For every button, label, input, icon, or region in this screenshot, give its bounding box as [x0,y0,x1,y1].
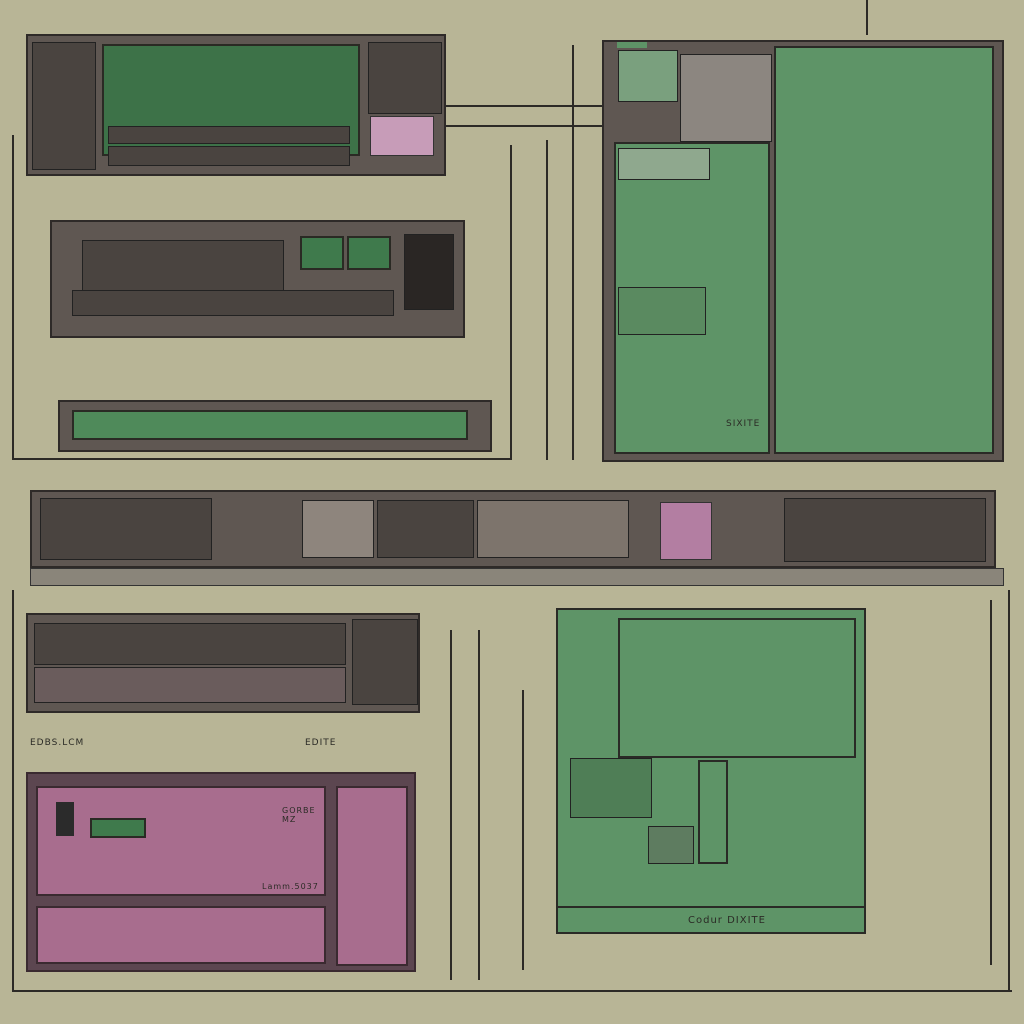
pink-door[interactable] [336,786,408,966]
module [302,500,374,558]
long-rack [30,490,996,568]
cable [522,690,524,970]
switch-panel[interactable] [368,42,442,114]
cable [445,125,605,127]
rack-display [72,410,468,440]
control-panel[interactable] [404,234,454,310]
module [618,148,710,180]
cable [510,145,512,460]
module[interactable] [40,498,212,560]
cable [1008,590,1010,990]
module-row[interactable] [34,623,346,665]
module [618,287,706,335]
green-display [300,236,344,270]
cable [12,590,14,990]
button-row[interactable] [108,126,350,144]
cable [450,630,452,980]
cabinet-door[interactable] [774,46,994,454]
cable [12,990,1012,992]
green-door[interactable] [698,760,728,864]
cabinet-label: SIXITE [726,419,761,429]
rack-shelf [30,568,1004,586]
green-screen [618,618,856,758]
pink-display [370,116,434,156]
antenna [866,0,868,35]
button-row[interactable] [108,146,350,166]
cable [12,135,14,460]
module [648,826,694,864]
module[interactable] [784,498,986,562]
module[interactable] [377,500,474,558]
top-vent [617,42,647,48]
cable [478,630,480,980]
divider [558,906,864,908]
middle-console [50,220,465,338]
green-display [347,236,391,270]
cable [572,45,574,460]
cabinet: SIXITE [602,40,1004,462]
pink-panel-display [90,818,146,838]
rack-strip [58,400,492,452]
drive-bay [82,240,284,292]
pink-panel-label: GORBE MZ [282,806,316,824]
side-panel [32,42,96,170]
green-unit-footer: Codur DIXITE [688,915,766,926]
module [618,50,678,102]
module-label: EDBS.LCM [30,738,85,748]
pink-module [660,502,712,560]
pink-panel: GORBE MZ Lamm.5037 [36,786,326,896]
module [477,500,629,558]
module-row [34,667,346,703]
module-row[interactable] [72,290,394,316]
side-panel [352,619,418,705]
module-label: EDITE [305,738,337,748]
slot [56,802,74,836]
lower-console [26,613,420,713]
vent-grid [570,758,652,818]
module [680,54,772,142]
cable [546,140,548,460]
pink-panel-caption: Lamm.5037 [262,882,319,891]
top-console [26,34,446,176]
green-unit: Codur DIXITE [556,608,866,934]
cable [12,458,512,460]
pink-control-row[interactable] [36,906,326,964]
cable [990,600,992,965]
cable [445,105,605,107]
pink-unit: GORBE MZ Lamm.5037 [26,772,416,972]
